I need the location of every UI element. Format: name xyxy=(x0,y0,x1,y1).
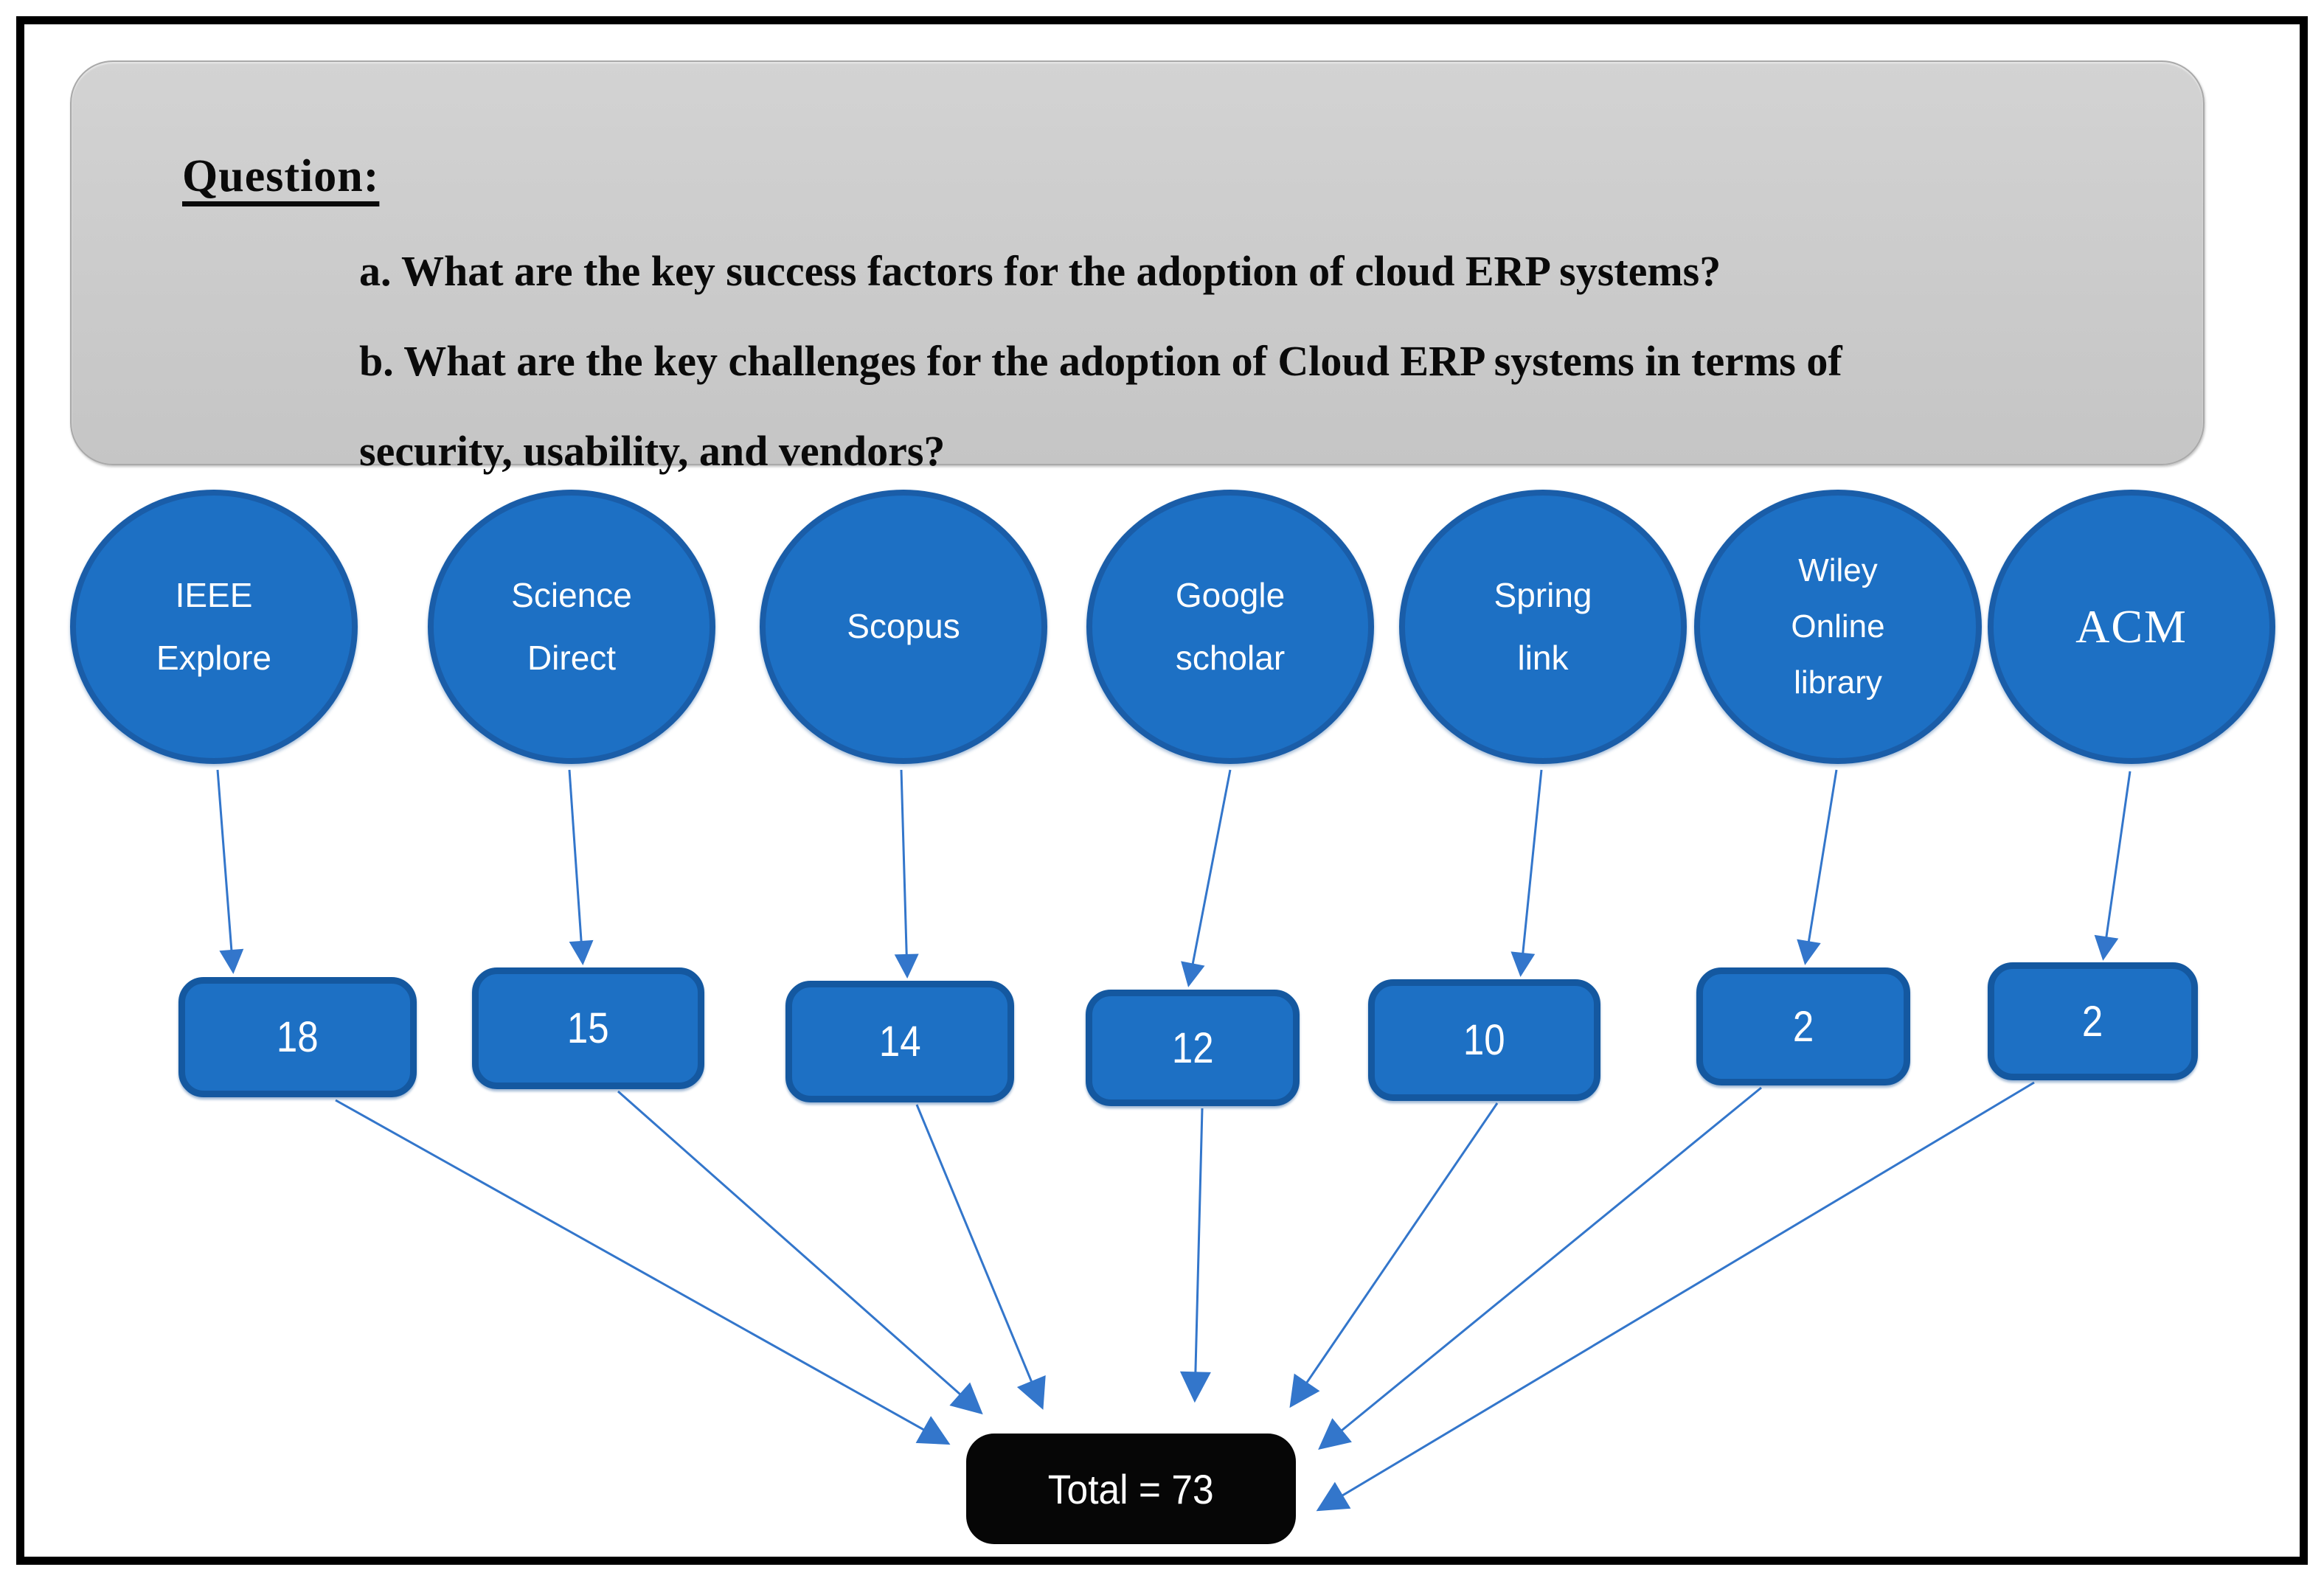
source-label: Google scholar xyxy=(1175,575,1286,677)
count-value: 2 xyxy=(1792,1002,1814,1051)
count-box-spring-link: 10 xyxy=(1368,979,1600,1101)
source-label: IEEE Explore xyxy=(156,575,271,677)
source-label: Science Direct xyxy=(511,575,632,677)
arrow-scopus-to-count xyxy=(894,769,919,979)
source-node-acm: ACM xyxy=(1988,490,2275,764)
count-box-wiley-online-library: 2 xyxy=(1696,967,1910,1085)
count-value: 15 xyxy=(567,1004,609,1052)
arrow-ieee-to-count xyxy=(216,769,244,974)
count-value: 14 xyxy=(878,1018,921,1066)
source-node-science-direct: Science Direct xyxy=(428,490,715,764)
question-box: Question: a. What are the key success fa… xyxy=(70,60,2205,475)
total-label: Total = 73 xyxy=(1048,1465,1214,1512)
arrow-google-to-count xyxy=(1181,769,1232,987)
question-item-b-continued: security, usability, and vendors? xyxy=(359,427,946,475)
question-item-b: b. What are the key challenges for the a… xyxy=(359,337,1842,385)
source-label: Spring link xyxy=(1494,575,1592,677)
arrow-count12-to-total xyxy=(1179,1108,1211,1403)
arrow-count18-to-total xyxy=(335,1099,951,1445)
arrow-science-to-count xyxy=(568,769,594,965)
count-box-science-direct: 15 xyxy=(472,967,704,1089)
source-node-spring-link: Spring link xyxy=(1399,490,1687,764)
outer-border xyxy=(16,16,2308,1565)
arrow-count14-to-total xyxy=(915,1104,1046,1410)
count-value: 18 xyxy=(277,1013,319,1061)
count-box-ieee-explore: 18 xyxy=(178,977,417,1097)
source-node-scopus: Scopus xyxy=(760,490,1047,764)
source-label: ACM xyxy=(2075,600,2188,653)
count-value: 10 xyxy=(1463,1016,1505,1064)
source-node-google-scholar: Google scholar xyxy=(1086,490,1374,764)
arrow-count10-to-total xyxy=(1289,1102,1499,1408)
count-value: 12 xyxy=(1171,1024,1214,1072)
count-box-scopus: 14 xyxy=(785,981,1014,1102)
source-label: Scopus xyxy=(847,607,960,646)
arrow-count2a-to-total xyxy=(1318,1086,1762,1450)
source-node-ieee-explore: IEEE Explore xyxy=(70,490,358,764)
source-node-wiley-online-library: Wiley Online library xyxy=(1694,490,1982,764)
arrow-wiley-to-count xyxy=(1797,769,1838,965)
arrow-count15-to-total xyxy=(617,1090,983,1415)
count-value: 2 xyxy=(2082,997,2103,1046)
question-item-a: a. What are the key success factors for … xyxy=(359,247,1721,295)
arrow-spring-to-count xyxy=(1510,769,1543,977)
source-label: Wiley Online library xyxy=(1791,552,1885,701)
arrow-count2b-to-total xyxy=(1316,1081,2035,1512)
count-box-google-scholar: 12 xyxy=(1086,990,1300,1106)
total-box: Total = 73 xyxy=(966,1434,1296,1544)
question-title: Question: xyxy=(182,151,380,201)
count-box-acm: 2 xyxy=(1988,962,2198,1080)
arrow-acm-to-count xyxy=(2094,771,2132,961)
